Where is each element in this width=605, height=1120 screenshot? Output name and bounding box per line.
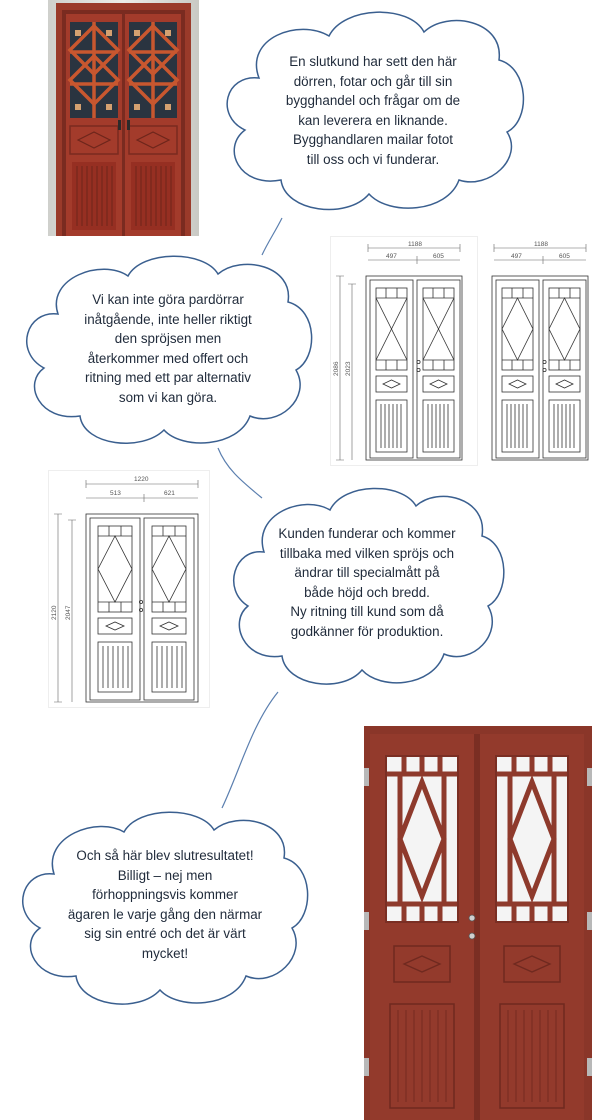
svg-text:1188: 1188 [408, 241, 422, 248]
svg-text:2023: 2023 [345, 361, 352, 376]
technical-drawing-3: 1220 513 621 2120 2047 [48, 470, 210, 708]
bubble-4-text: Och så här blev slutresultatet! Billigt … [67, 848, 263, 961]
cloud-bubble-4 [22, 811, 309, 1005]
cloud-bubble-1 [226, 11, 525, 211]
bubble-2-text: Vi kan inte göra pardörrar inåtgående, i… [84, 292, 252, 405]
svg-text:2047: 2047 [65, 605, 72, 620]
technical-drawing-1: 1188 497 605 2086 2023 [330, 236, 478, 466]
cloud-bubble-3 [233, 487, 505, 685]
svg-text:497: 497 [511, 253, 522, 260]
svg-text:1220: 1220 [134, 476, 149, 483]
technical-drawing-2: 1188 497 605 [491, 241, 589, 461]
svg-text:605: 605 [559, 253, 570, 260]
finished-door-photo [360, 722, 598, 1120]
svg-text:2120: 2120 [51, 605, 58, 620]
svg-text:497: 497 [386, 253, 397, 260]
cloud-bubble-2 [26, 255, 313, 444]
svg-text:621: 621 [164, 490, 175, 497]
svg-text:1188: 1188 [534, 241, 548, 248]
bubble-3-text: Kunden funderar och kommer tillbaka med … [278, 526, 456, 639]
bubble-1-text: En slutkund har sett den här dörren, fot… [285, 54, 461, 167]
svg-text:605: 605 [433, 253, 444, 260]
svg-text:513: 513 [110, 490, 121, 497]
svg-text:2086: 2086 [333, 361, 340, 376]
original-door-photo [48, 0, 199, 236]
